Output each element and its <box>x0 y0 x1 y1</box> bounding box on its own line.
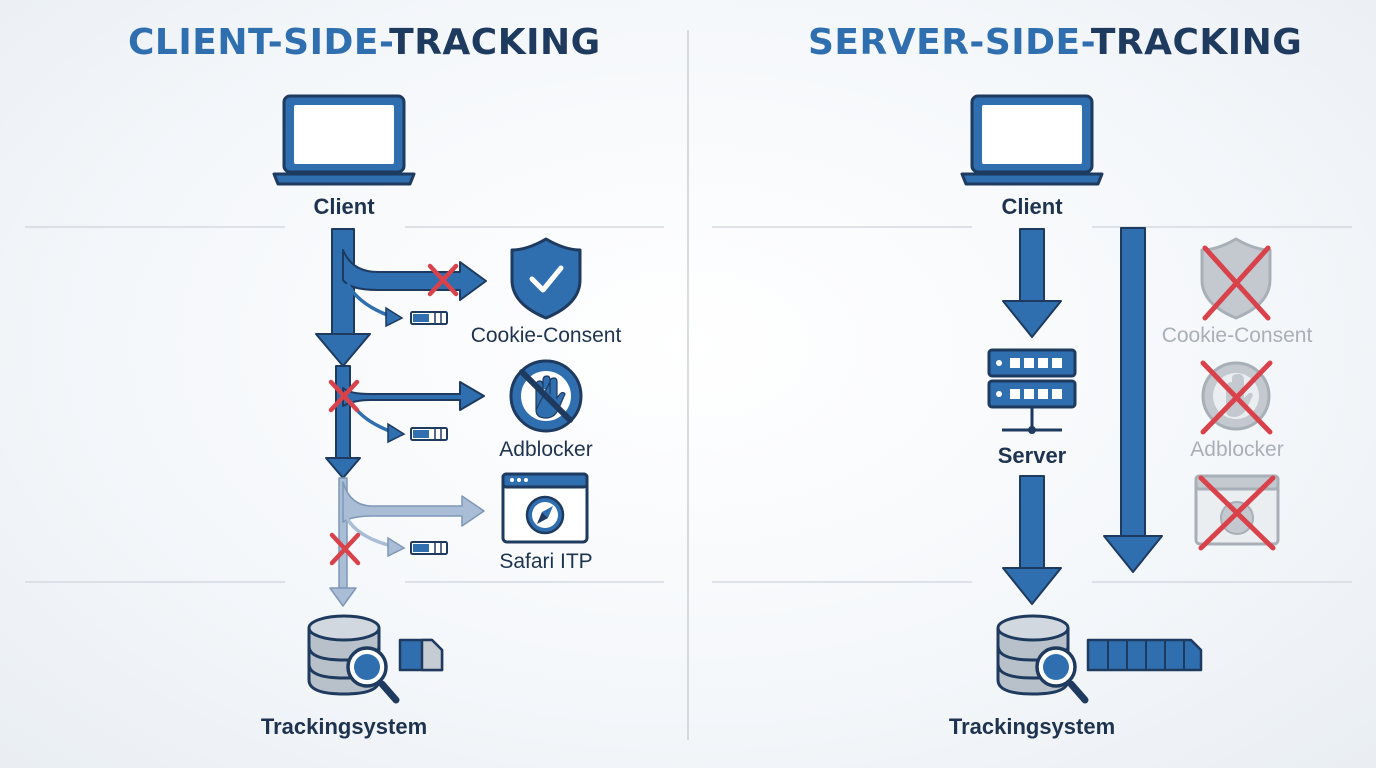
right-tracking-label: Trackingsystem <box>948 714 1116 739</box>
disabled-safari-icon <box>1194 474 1280 551</box>
left-tracking-label: Trackingsystem <box>260 714 428 739</box>
right-data-packet-icon <box>1086 638 1203 672</box>
left-database-search-icon <box>307 614 400 704</box>
adblock-hand-icon <box>509 359 583 433</box>
left-faded-flow <box>329 477 485 607</box>
right-database-search-icon <box>996 614 1089 704</box>
left-client-label: Client <box>313 194 375 219</box>
server-icon <box>987 348 1077 434</box>
left-title-part2: TRACKING <box>389 22 601 63</box>
left-title: CLIENT-SIDE-TRACKING <box>128 22 601 63</box>
left-blocker-safari-itp: Safari ITP <box>499 550 593 573</box>
right-title-part1: SERVER-SIDE- <box>808 22 1091 63</box>
safari-compass-icon <box>501 472 589 544</box>
left-main-flow <box>315 228 487 479</box>
left-blocker-cookie-consent: Cookie-Consent <box>470 324 622 347</box>
right-blocker-adblocker: Adblocker <box>1190 438 1284 461</box>
right-main-flow <box>1002 227 1163 605</box>
disabled-shield-icon <box>1200 237 1272 321</box>
right-client-label: Client <box>1001 194 1063 219</box>
right-server-label: Server <box>997 443 1067 468</box>
right-laptop-icon <box>960 94 1104 186</box>
right-title-part2: TRACKING <box>1090 22 1303 63</box>
left-block-crosses <box>328 263 459 566</box>
right-blocker-cookie-consent: Cookie-Consent <box>1161 324 1313 347</box>
right-title: SERVER-SIDE-TRACKING <box>808 22 1302 63</box>
left-laptop-icon <box>272 94 416 186</box>
shield-check-icon <box>510 237 582 320</box>
left-title-part1: CLIENT-SIDE- <box>128 22 390 63</box>
left-data-packet-icon <box>398 638 444 672</box>
left-mini-packets <box>410 311 448 555</box>
disabled-adblock-icon <box>1200 360 1273 435</box>
left-blocker-adblocker: Adblocker <box>499 438 593 461</box>
